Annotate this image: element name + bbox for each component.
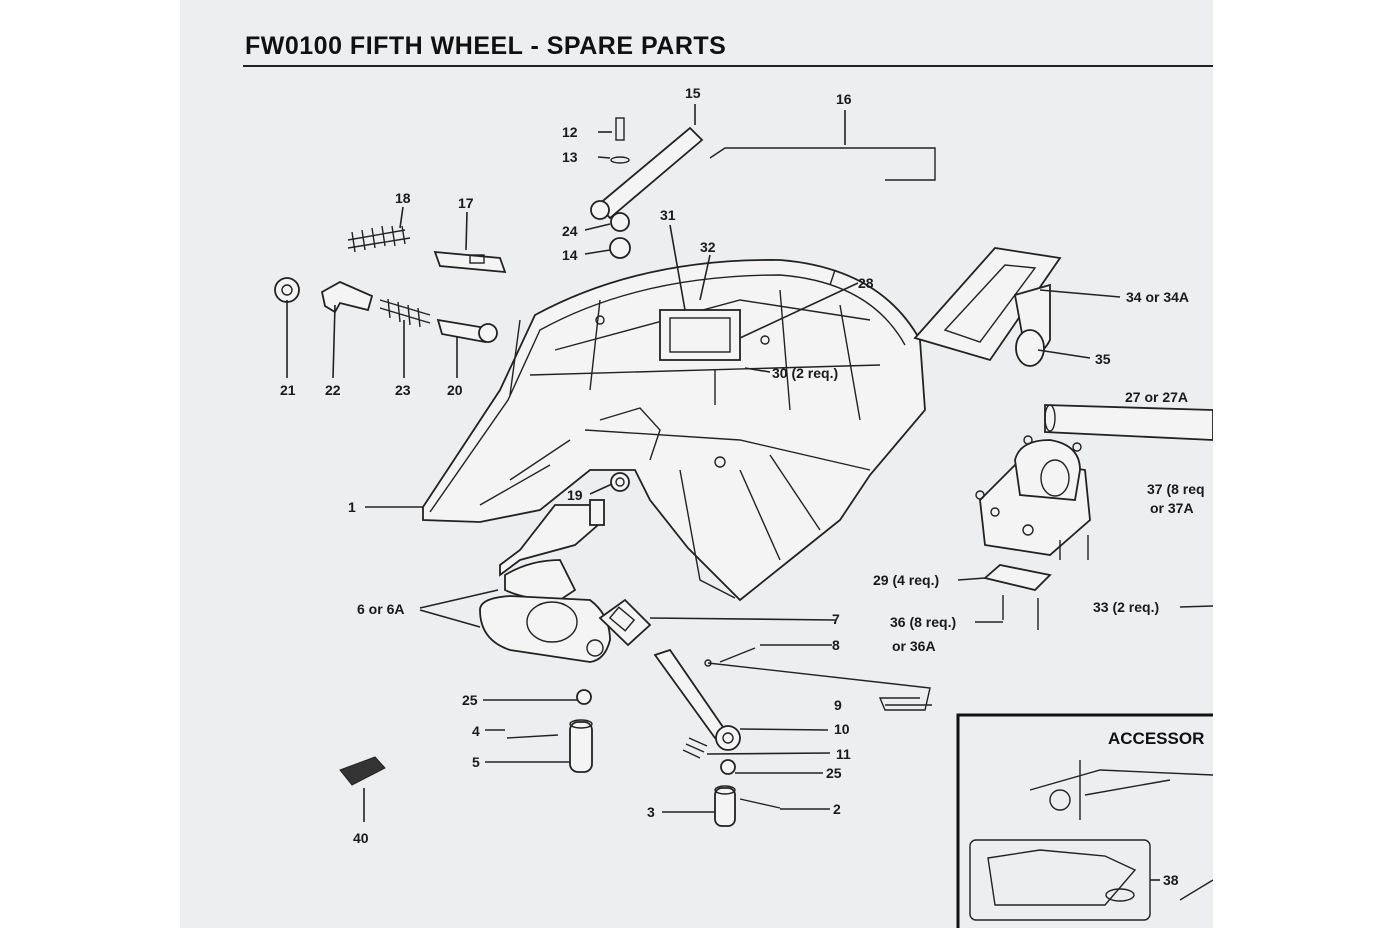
label-8: 8 — [832, 637, 840, 653]
label-17: 17 — [458, 195, 474, 211]
label-4: 4 — [472, 723, 480, 739]
accessories-title: ACCESSOR — [1108, 729, 1204, 748]
page-title: FW0100 FIFTH WHEEL - SPARE PARTS — [245, 32, 727, 60]
mount-bracket — [913, 247, 1062, 367]
label-35: 35 — [1095, 351, 1111, 367]
label-24: 24 — [562, 223, 578, 239]
part-labels: 1 21 22 23 20 18 17 12 13 24 14 15 16 31… — [280, 85, 1205, 888]
wedge-block — [339, 756, 386, 786]
label-21: 21 — [280, 382, 296, 398]
label-40: 40 — [353, 830, 369, 846]
label-27: 27 or 27A — [1125, 389, 1188, 405]
label-28: 28 — [858, 275, 874, 291]
label-38: 38 — [1163, 872, 1179, 888]
shaft — [1044, 404, 1213, 441]
release-handle — [653, 647, 931, 759]
label-2: 2 — [833, 801, 841, 817]
label-37a: or 37A — [1150, 500, 1194, 516]
label-12: 12 — [562, 124, 578, 140]
label-23: 23 — [395, 382, 411, 398]
label-6: 6 or 6A — [357, 601, 404, 617]
label-36a: or 36A — [892, 638, 936, 654]
label-10: 10 — [834, 721, 850, 737]
label-25b: 25 — [826, 765, 842, 781]
label-29: 29 (4 req.) — [873, 572, 939, 588]
pins — [506, 689, 781, 827]
bearing-bracket — [975, 435, 1091, 630]
label-20: 20 — [447, 382, 463, 398]
label-13: 13 — [562, 149, 578, 165]
label-7: 7 — [832, 611, 840, 627]
top-linkage — [590, 117, 936, 259]
label-16: 16 — [836, 91, 852, 107]
pivot-bracket — [479, 472, 630, 663]
label-11: 11 — [836, 746, 851, 762]
fifth-wheel-plate — [422, 259, 926, 602]
parts-sheet: FW0100 FIFTH WHEEL - SPARE PARTS — [180, 0, 1213, 928]
lock-block — [598, 598, 652, 647]
label-22: 22 — [325, 382, 341, 398]
label-37: 37 (8 req — [1147, 481, 1205, 497]
label-3: 3 — [647, 804, 655, 820]
label-14: 14 — [562, 247, 578, 263]
exploded-diagram: ACCESSOR — [274, 85, 1213, 928]
label-5: 5 — [472, 754, 480, 770]
label-31: 31 — [660, 207, 676, 223]
label-9: 9 — [834, 697, 842, 713]
accessories-box: ACCESSOR — [956, 713, 1213, 928]
label-19: 19 — [567, 487, 583, 503]
label-36: 36 (8 req.) — [890, 614, 956, 630]
label-18: 18 — [395, 190, 411, 206]
small-parts — [274, 277, 498, 344]
label-1: 1 — [348, 499, 356, 515]
title-rule — [243, 65, 1213, 67]
label-15: 15 — [685, 85, 701, 101]
label-25a: 25 — [462, 692, 478, 708]
label-32: 32 — [700, 239, 716, 255]
label-34: 34 or 34A — [1126, 289, 1189, 305]
label-30: 30 (2 req.) — [772, 365, 838, 381]
leader-lines — [286, 104, 1213, 881]
lock-spring — [347, 225, 507, 274]
label-33: 33 (2 req.) — [1093, 599, 1159, 615]
